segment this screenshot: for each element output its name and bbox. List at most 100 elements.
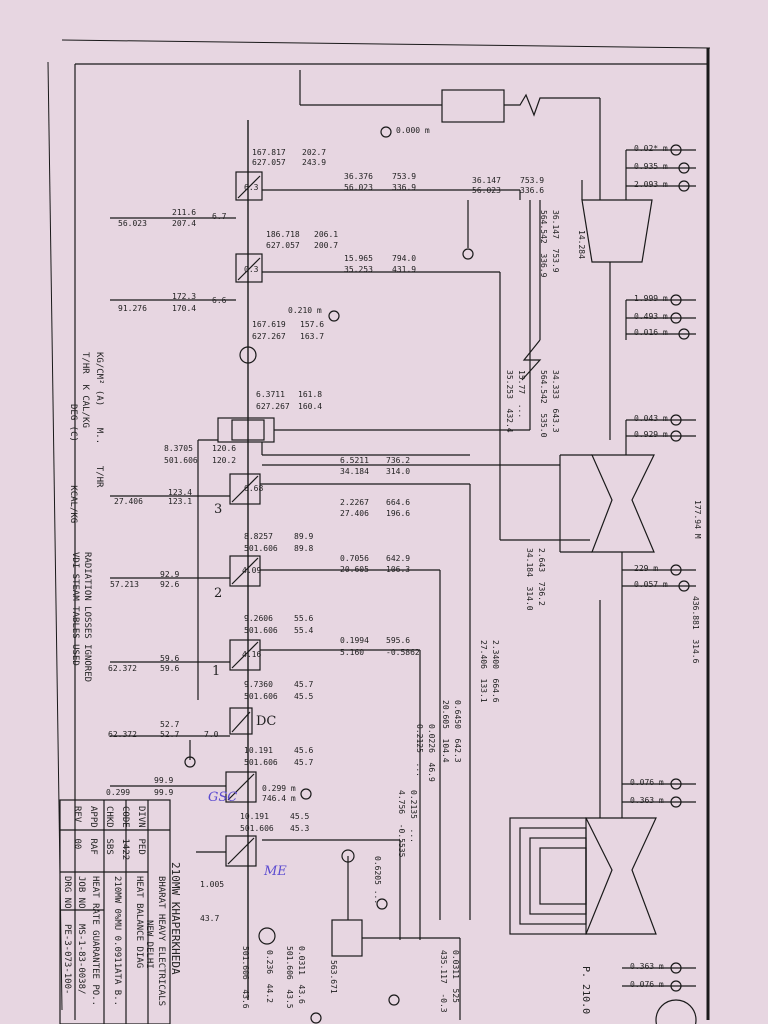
feed-point: 10.191 xyxy=(240,812,269,821)
left-flow-a: 56.023 xyxy=(118,219,147,228)
feed-point: 8.3705 xyxy=(164,444,193,453)
vertical-value: 34.184 314.0 xyxy=(525,548,534,611)
left-flow-b: 92.6 xyxy=(160,580,180,589)
small-value: 0.493 m xyxy=(634,312,668,321)
feed-point: 167.817 xyxy=(252,148,286,157)
vertical-value: P. 210.0 xyxy=(580,966,591,1015)
left-flow-b: 170.4 xyxy=(172,304,197,313)
vertical-value: 0.6450 642.3 xyxy=(453,700,462,763)
small-value: 229 m xyxy=(634,564,659,573)
feed-point: 45.7 xyxy=(294,680,314,689)
heater-number-3: 3 xyxy=(214,502,223,517)
vertical-value: 15.77 ... xyxy=(517,370,526,419)
extraction-value: 2.2267 xyxy=(340,498,369,507)
vertical-value: 563.671 xyxy=(329,960,338,994)
extraction-value: 595.6 xyxy=(386,636,411,645)
feed-point: 501.606 xyxy=(244,544,278,553)
left-flow-b: 43.7 xyxy=(200,914,220,923)
extraction-value: 15.965 xyxy=(344,254,373,263)
title-row-divn: DIVN PED xyxy=(136,806,146,855)
vertical-value: 0.2125 ... xyxy=(415,724,424,777)
vertical-value: 564.542 336.9 xyxy=(539,210,548,278)
small-value: 746.4 m xyxy=(262,794,296,803)
left-flow-a: 57.213 xyxy=(110,580,139,589)
title-subtitle: 210MW 0%MU 0.0911ATA B.. xyxy=(112,876,122,1007)
vertical-value: 27.406 133.1 xyxy=(479,640,488,703)
condensate-pump xyxy=(258,927,276,945)
small-value: 0.02* m xyxy=(634,144,668,153)
extraction-value: 336.6 xyxy=(520,186,545,195)
legend-line-2: T/HR K CAL/KG xyxy=(80,352,90,428)
left-flow-top: 92.9 xyxy=(160,570,180,579)
legend-note-radiation: RADIATION LOSSES IGNORED xyxy=(82,552,92,683)
pressure-value: 6.6 xyxy=(212,296,227,305)
left-flow-b: 59.6 xyxy=(160,664,180,673)
small-value: 0.363 m xyxy=(630,796,664,805)
title-block-frame xyxy=(59,799,171,1024)
feed-point: 186.718 xyxy=(266,230,300,239)
title-purpose: HEAT RATE GUARANTEE PO.. xyxy=(90,876,100,1007)
feed-point: 10.191 xyxy=(244,746,273,755)
vertical-value: 34.333 643.3 xyxy=(551,370,560,433)
vertical-value: 2.643 736.2 xyxy=(537,548,546,606)
extraction-value: 56.023 xyxy=(472,186,501,195)
lp-heater-2 xyxy=(229,639,261,671)
feed-point: 501.606 xyxy=(244,692,278,701)
left-flow-top: 52.7 xyxy=(160,720,180,729)
deaerator xyxy=(217,417,275,443)
extraction-value: 736.2 xyxy=(386,456,411,465)
vertical-value: 0.0311 43.6 xyxy=(297,946,306,1004)
left-flow-b: 207.4 xyxy=(172,219,197,228)
main-ejector xyxy=(225,835,257,867)
left-flow-a: 1.005 xyxy=(200,880,225,889)
extraction-value: 336.9 xyxy=(392,183,417,192)
vertical-value: 35.253 432.4 xyxy=(505,370,514,433)
left-flow-b: 99.9 xyxy=(154,788,174,797)
feed-point: 200.7 xyxy=(314,241,339,250)
extraction-value: 34.184 xyxy=(340,467,369,476)
small-value: 0.210 m xyxy=(288,306,322,315)
left-flow-b: 123.1 xyxy=(168,497,193,506)
title-job-no: MS-1-83-0038/ xyxy=(76,924,86,995)
small-value: 0.929 m xyxy=(634,430,668,439)
feed-point: 120.2 xyxy=(212,456,237,465)
heater-number-1: 1 xyxy=(212,664,221,679)
left-flow-top: 99.9 xyxy=(154,776,174,785)
small-value: 0.057 m xyxy=(634,580,668,589)
vertical-value: 501.606 43.6 xyxy=(241,946,250,1009)
extraction-value: -0.5862 xyxy=(386,648,420,657)
feed-point: 45.7 xyxy=(294,758,314,767)
small-value: 0.299 m xyxy=(262,784,296,793)
feed-point: 167.619 xyxy=(252,320,286,329)
hp-turbine xyxy=(581,199,653,263)
lp-heater-3 xyxy=(229,555,261,587)
small-value: 0.935 m xyxy=(634,162,668,171)
extraction-value: 664.6 xyxy=(386,498,411,507)
vertical-value: 0.6205 ... xyxy=(373,856,382,905)
feed-point: 9.2606 xyxy=(244,614,273,623)
vertical-value: 501.606 43.5 xyxy=(285,946,294,1009)
small-value: 0.043 m xyxy=(634,414,668,423)
left-flow-a: 62.372 xyxy=(108,730,137,739)
heater-label-lp2: 4.16 xyxy=(242,650,262,659)
title-drg-label: DRG NO xyxy=(62,876,72,909)
top-zigzag-line xyxy=(504,93,600,117)
vertical-value: 0.236 44.2 xyxy=(265,950,274,1003)
vertical-value: 36.147 753.9 xyxy=(551,210,560,273)
small-value: 0.076 m xyxy=(630,980,664,989)
extraction-value: 431.9 xyxy=(392,265,417,274)
extraction-value: 196.6 xyxy=(386,509,411,518)
feed-point: 501.606 xyxy=(244,758,278,767)
small-value: 0.363 m xyxy=(630,962,664,971)
vertical-value: 435.117 -0.3 xyxy=(439,950,448,1013)
extraction-value: 56.023 xyxy=(344,183,373,192)
feed-point: 45.6 xyxy=(294,746,314,755)
extraction-value: 753.9 xyxy=(520,176,545,185)
extraction-value: 36.376 xyxy=(344,172,373,181)
extraction-value: 753.9 xyxy=(392,172,417,181)
extraction-value: 0.7056 xyxy=(340,554,369,563)
feed-point: 627.267 xyxy=(252,332,286,341)
feed-point: 8.8257 xyxy=(244,532,273,541)
feed-point: 243.9 xyxy=(302,158,327,167)
